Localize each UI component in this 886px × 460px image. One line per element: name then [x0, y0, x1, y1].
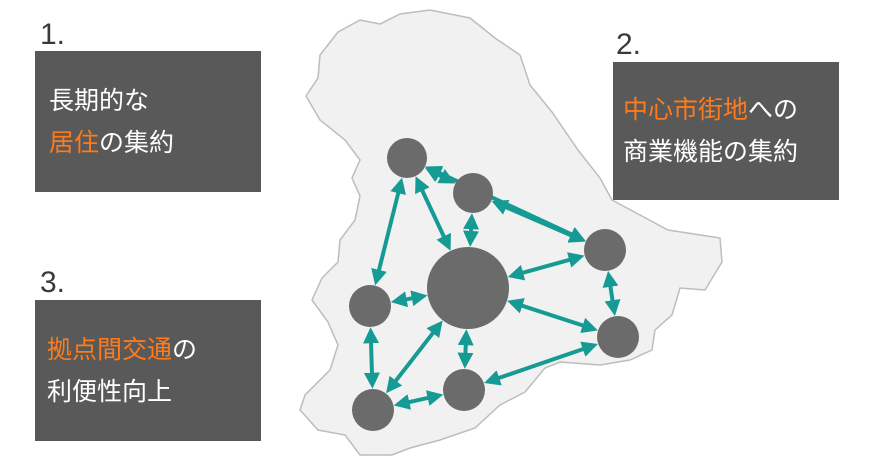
point-2-box: 中心市街地への 商業機能の集約 — [613, 62, 839, 200]
hub-node-center — [427, 247, 509, 329]
hub-node-nw — [387, 138, 427, 178]
point-3-line-1-part-2: の — [172, 334, 198, 364]
arrow-e-center — [507, 252, 585, 281]
hub-node-w — [349, 285, 391, 327]
point-2-line-1-part-1: 中心市街地 — [623, 95, 749, 124]
hub-node-se — [597, 316, 639, 358]
point-3-line-1-part-1: 拠点間交通 — [47, 334, 173, 364]
point-3-number: 3. — [40, 266, 66, 299]
arrow-n-center — [463, 213, 480, 247]
arrow-w-sw — [363, 327, 380, 389]
point-2-line-2: 商業機能の集約 — [623, 131, 839, 173]
hub-node-e — [584, 229, 626, 271]
point-1-box: 長期的な 居住の集約 — [35, 51, 261, 192]
connection-arrows — [363, 165, 621, 410]
arrow-n-e — [491, 200, 586, 243]
point-1-line-2-part-2: の集約 — [99, 127, 175, 157]
arrow-e-se — [602, 270, 621, 317]
hub-node-sw — [352, 389, 394, 431]
hub-node-s — [443, 369, 485, 411]
point-3-box: 拠点間交通の 利便性向上 — [35, 300, 261, 441]
point-1-line-2: 居住の集約 — [49, 122, 261, 164]
arrow-nw-center — [415, 176, 451, 251]
point-3-line-2: 利便性向上 — [47, 371, 261, 413]
point-1-number: 1. — [40, 18, 66, 51]
point-1-line-2-part-1: 居住 — [49, 127, 100, 157]
hub-nodes — [349, 138, 639, 431]
point-2-number: 2. — [616, 28, 642, 61]
arrow-se-s — [484, 341, 598, 386]
point-3-line-1: 拠点間交通の — [47, 329, 261, 371]
point-2-line-1-part-2: への — [748, 95, 799, 124]
point-1-line-1: 長期的な — [49, 80, 261, 122]
arrow-center-w — [390, 290, 428, 308]
arrow-s-sw — [393, 390, 444, 410]
point-3-line-2-part-1: 利便性向上 — [47, 376, 173, 406]
arrow-center-se — [507, 298, 598, 334]
point-1-line-1-part-1: 長期的な — [49, 85, 150, 115]
arrow-center-s — [457, 329, 474, 369]
hub-node-n — [453, 173, 493, 213]
arrow-nw-w — [371, 177, 406, 286]
arrow-center-sw — [386, 320, 443, 394]
point-2-line-1: 中心市街地への — [623, 89, 839, 131]
point-2-line-2-part-1: 商業機能の集約 — [623, 137, 799, 166]
